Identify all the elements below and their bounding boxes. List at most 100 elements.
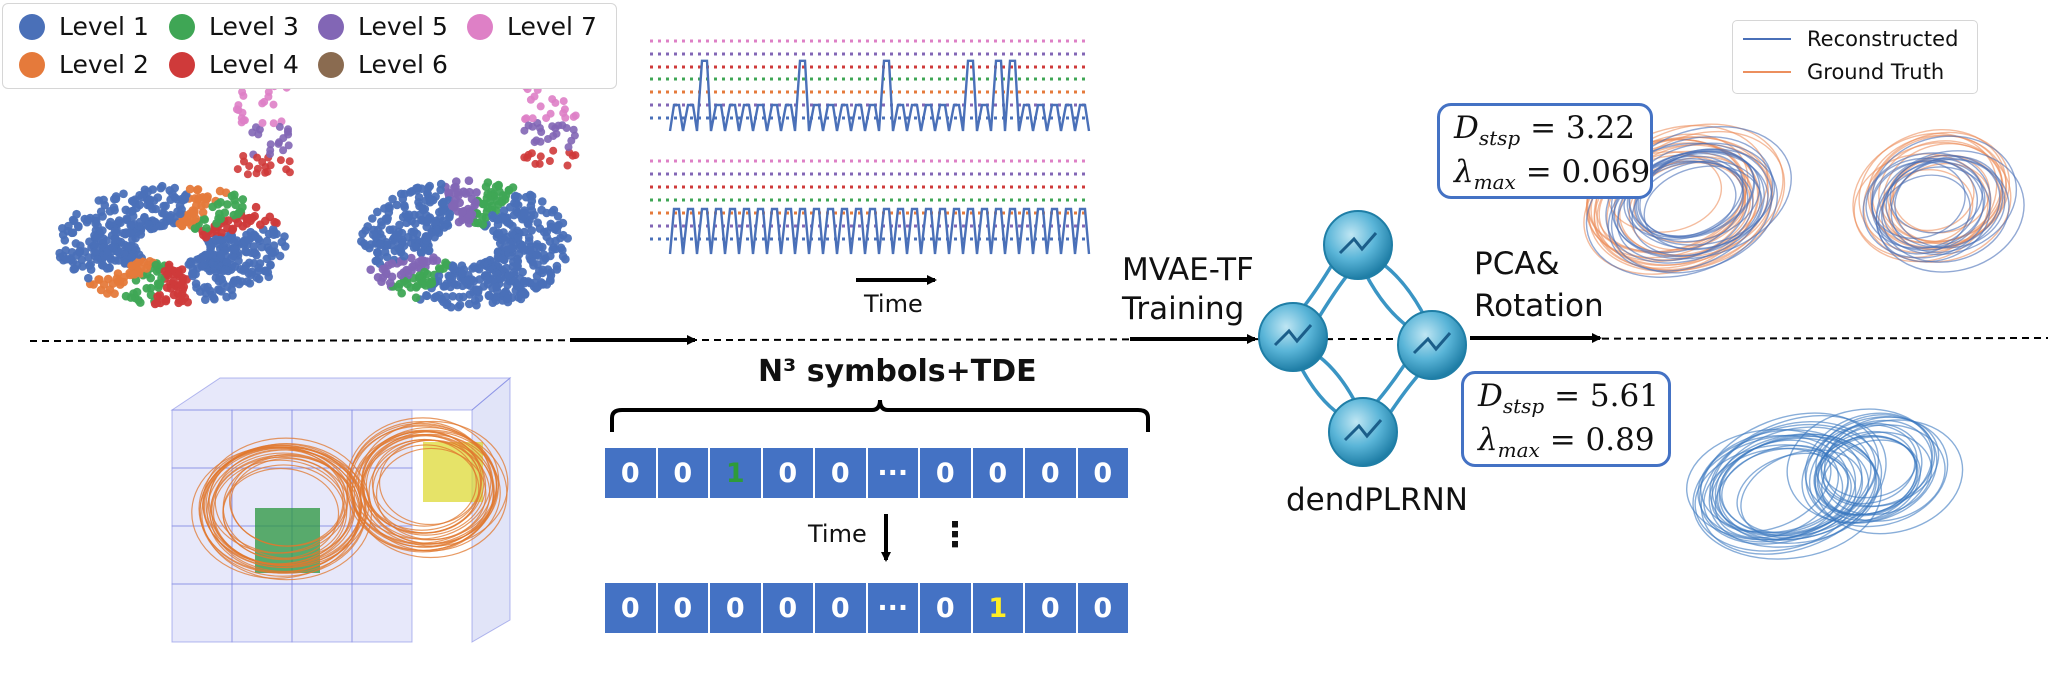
scatter-point	[409, 227, 419, 236]
scatter-point	[391, 230, 401, 240]
scatter-point	[122, 214, 131, 223]
scatter-point	[106, 217, 115, 227]
scatter-point	[513, 192, 523, 202]
trajectory-loop-left	[214, 449, 349, 554]
trajectory-loop-right	[346, 417, 500, 545]
scatter-point	[551, 236, 560, 246]
scatter-point	[200, 215, 209, 224]
scatter-point	[253, 153, 262, 162]
scatter-point	[527, 226, 536, 235]
scatter-point	[513, 233, 523, 242]
scatter-point	[74, 222, 83, 232]
grid-cell	[171, 409, 233, 469]
attractor-loop	[1875, 150, 2025, 273]
metric-lambda-top: λmax = 0.069	[1454, 154, 1650, 194]
trajectory-loop-left	[198, 444, 362, 573]
scatter-point	[239, 152, 248, 160]
scatter-point	[192, 283, 201, 292]
scatter-point	[222, 257, 232, 267]
scatter-point	[185, 184, 195, 194]
attractor-loop	[1634, 152, 1744, 239]
scatter-point	[230, 244, 240, 254]
scatter-point	[372, 256, 382, 265]
scatter-point	[395, 220, 404, 230]
lorenz-trajectory	[191, 417, 509, 581]
scatter-point	[425, 194, 434, 203]
scatter-point	[473, 285, 482, 295]
scatter-point	[258, 99, 267, 108]
scatter-point	[396, 270, 406, 280]
metric-lambda-bottom-symbol: λ	[1478, 422, 1498, 458]
scatter-point	[437, 295, 447, 304]
scatter-point	[93, 255, 102, 264]
scatter-point	[169, 290, 179, 300]
attractor-loop	[1700, 414, 1887, 555]
attractor-loop	[1877, 174, 1971, 255]
grid-cell	[231, 583, 293, 643]
metric-lambda-bottom-value: = 0.89	[1549, 422, 1655, 458]
scatter-point	[552, 265, 562, 274]
scatter-point	[243, 170, 252, 179]
scatter-point	[223, 200, 232, 209]
scatter-point	[479, 199, 489, 209]
legend-item-ground-truth: Ground Truth	[1743, 60, 1944, 84]
scatter-point	[238, 195, 248, 204]
legend-dot-level-7	[467, 13, 493, 40]
scatter-point	[459, 292, 468, 302]
scatter-point	[228, 291, 237, 300]
scatter-point	[380, 247, 390, 257]
scatter-point	[200, 283, 209, 292]
legend-line-ground-truth	[1743, 71, 1791, 73]
attractor-loop	[1817, 424, 1946, 522]
pca-label-line1: PCA&	[1474, 246, 1560, 282]
symbol-cell: 0	[814, 582, 867, 634]
scatter-point	[249, 259, 259, 268]
scatter-point	[253, 164, 262, 173]
scatter-point	[199, 260, 209, 270]
scatter-point	[548, 122, 557, 131]
scatter-point	[86, 265, 96, 274]
scatter-point	[68, 215, 78, 225]
scatter-point	[75, 246, 85, 256]
attractor-loop	[1821, 439, 1921, 522]
scatter-point	[255, 125, 264, 134]
legend-item-level-4: Level 4	[169, 50, 299, 79]
scatter-point	[152, 267, 162, 276]
scatter-point	[248, 128, 257, 137]
scatter-point	[153, 193, 163, 202]
scatter-point	[188, 264, 198, 274]
scatter-point	[537, 279, 547, 289]
attractor-loop	[1607, 150, 1765, 272]
scatter-point	[201, 295, 210, 305]
scatter-point	[84, 273, 93, 283]
scatter-point	[266, 140, 275, 149]
legend-dot-level-1	[19, 13, 45, 40]
scatter-point	[518, 214, 527, 224]
scatter-point	[276, 156, 285, 165]
scatter-point	[139, 257, 148, 267]
scatter-point	[425, 279, 435, 289]
scatter-point	[154, 280, 164, 290]
trajectory-loop-right	[371, 438, 477, 527]
legend-dot-level-3	[169, 13, 195, 40]
trace-path	[668, 207, 1091, 255]
scatter-point	[409, 233, 418, 243]
scatter-point	[451, 182, 460, 192]
dendplrnn-network	[1258, 210, 1467, 467]
trajectory-loop-right	[353, 429, 508, 559]
scatter-point	[269, 241, 279, 250]
scatter-point	[228, 225, 237, 235]
scatter-point	[455, 198, 465, 208]
scatter-point	[415, 271, 424, 281]
attractor-loop	[1871, 135, 2018, 256]
scatter-point	[270, 217, 279, 227]
symbol-cell: 1	[709, 447, 762, 499]
attractor-loop	[1786, 408, 1938, 524]
symbol-cell: 0	[971, 447, 1024, 499]
reconstruction-legend: Reconstructed Ground Truth	[1732, 20, 1978, 94]
legend-label-level-7: Level 7	[507, 12, 597, 41]
scatter-point	[234, 101, 243, 110]
attractor-loop	[1820, 430, 1916, 505]
metric-dstsp-top-sub: stsp	[1478, 126, 1521, 151]
symbol-cell: ···	[866, 582, 919, 634]
